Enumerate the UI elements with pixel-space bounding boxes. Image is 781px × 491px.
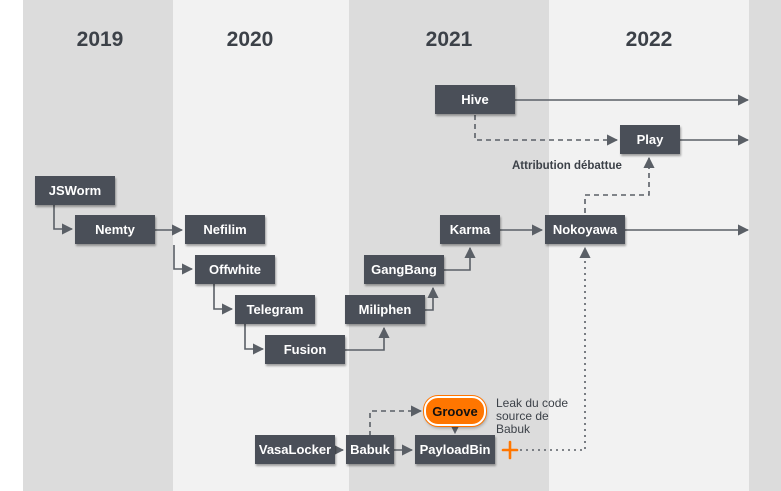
- link-nefilim-offwhite: [173, 245, 194, 275]
- node-nemty[interactable]: Nemty: [75, 215, 155, 244]
- band-2022: [549, 0, 749, 491]
- year-2020: 2020: [226, 28, 274, 51]
- link-gangbang-karma: [444, 246, 476, 271]
- node-telegram[interactable]: Telegram: [235, 295, 315, 324]
- leak-marker: [501, 440, 519, 460]
- link-nokoyawa-play: [584, 156, 655, 213]
- year-2022: 2022: [625, 28, 673, 51]
- node-gangbang[interactable]: GangBang: [364, 255, 444, 284]
- year-2021: 2021: [425, 28, 473, 51]
- node-play[interactable]: Play: [620, 125, 680, 154]
- node-babuk[interactable]: Babuk: [346, 435, 394, 464]
- year-2019: 2019: [76, 28, 124, 51]
- node-nokoyawa[interactable]: Nokoyawa: [545, 215, 625, 244]
- node-groove[interactable]: Groove: [424, 396, 486, 426]
- link-offwhite-telegram: [213, 284, 234, 315]
- attribution-note: Attribution débattue: [512, 160, 622, 172]
- leak-note: Leak du code source de Babuk: [496, 396, 569, 436]
- band-2020: [173, 0, 349, 491]
- node-karma[interactable]: Karma: [440, 215, 500, 244]
- link-jsworm-nemty: [53, 204, 74, 235]
- node-vasalocker[interactable]: VasaLocker: [255, 435, 335, 464]
- node-fusion[interactable]: Fusion: [265, 335, 345, 364]
- link-hive-play: [474, 115, 619, 146]
- node-offwhite[interactable]: Offwhite: [195, 255, 275, 284]
- link-leak-nokoyawa: [514, 246, 591, 451]
- band-2019: [23, 0, 173, 491]
- node-hive[interactable]: Hive: [435, 85, 515, 114]
- node-nefilim[interactable]: Nefilim: [185, 215, 265, 244]
- node-jsworm[interactable]: JSWorm: [35, 176, 115, 205]
- node-payloadbin[interactable]: PayloadBin: [415, 435, 495, 464]
- link-miliphen-gangbang: [424, 286, 439, 311]
- link-telegram-fusion: [244, 324, 265, 355]
- band-edge: [749, 0, 781, 491]
- link-babuk-groove: [369, 405, 423, 436]
- node-miliphen[interactable]: Miliphen: [345, 295, 425, 324]
- link-fusion-miliphen: [345, 326, 390, 351]
